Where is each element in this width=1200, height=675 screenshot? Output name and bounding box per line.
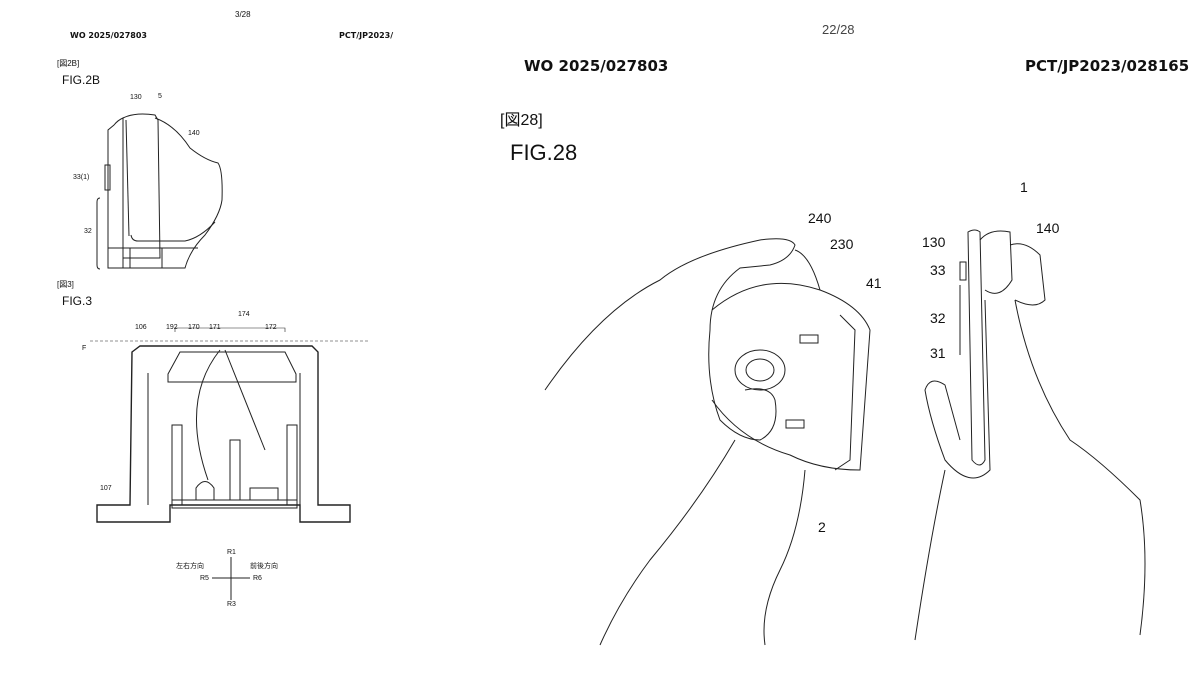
figure-title: FIG.28 [510,140,578,165]
label-32: 32 [930,310,946,326]
label-31: 31 [930,345,946,361]
label-1: 1 [1020,179,1028,195]
label-33: 33 [930,262,946,278]
figure-tag: [図2B] [57,59,80,68]
publication-number: WO 2025/027803 [70,31,147,40]
page-number: 22/28 [822,22,855,37]
label-2: 2 [818,519,826,535]
label-106: 106 [135,324,147,331]
label-32: 32 [84,228,92,235]
publication-number: WO 2025/027803 [524,57,669,75]
figure-tag: [図3] [57,280,74,289]
label-140: 140 [188,130,200,137]
label-107: 107 [100,485,112,492]
label-130: 130 [922,234,946,250]
page-number: 3/28 [235,10,251,19]
label-33-1: 33(1) [73,174,90,181]
direction-r6: R6 [253,575,262,582]
label-240: 240 [808,210,832,226]
application-number: PCT/JP2023/028165 [1025,57,1190,75]
left-right-caption: 左右方向 [176,563,204,570]
figure-title: FIG.2B [62,73,101,87]
direction-r5: R5 [200,575,209,582]
label-41: 41 [866,275,882,291]
application-number: PCT/JP2023/ [339,31,394,40]
label-170: 170 [188,324,200,331]
label-171: 171 [209,324,221,331]
direction-r3: R3 [227,601,236,608]
direction-r1: R1 [227,549,236,556]
label-140: 140 [1036,220,1060,236]
figure-title: FIG.3 [62,294,93,308]
label-130: 130 [130,94,142,101]
front-back-caption: 前後方向 [250,563,278,570]
label-174: 174 [238,311,250,318]
label-5: 5 [158,93,162,100]
label-172: 172 [265,324,277,331]
label-192: 192 [166,324,178,331]
label-F: F [82,345,87,352]
figure-tag: [図28] [500,112,543,129]
label-230: 230 [830,236,854,252]
